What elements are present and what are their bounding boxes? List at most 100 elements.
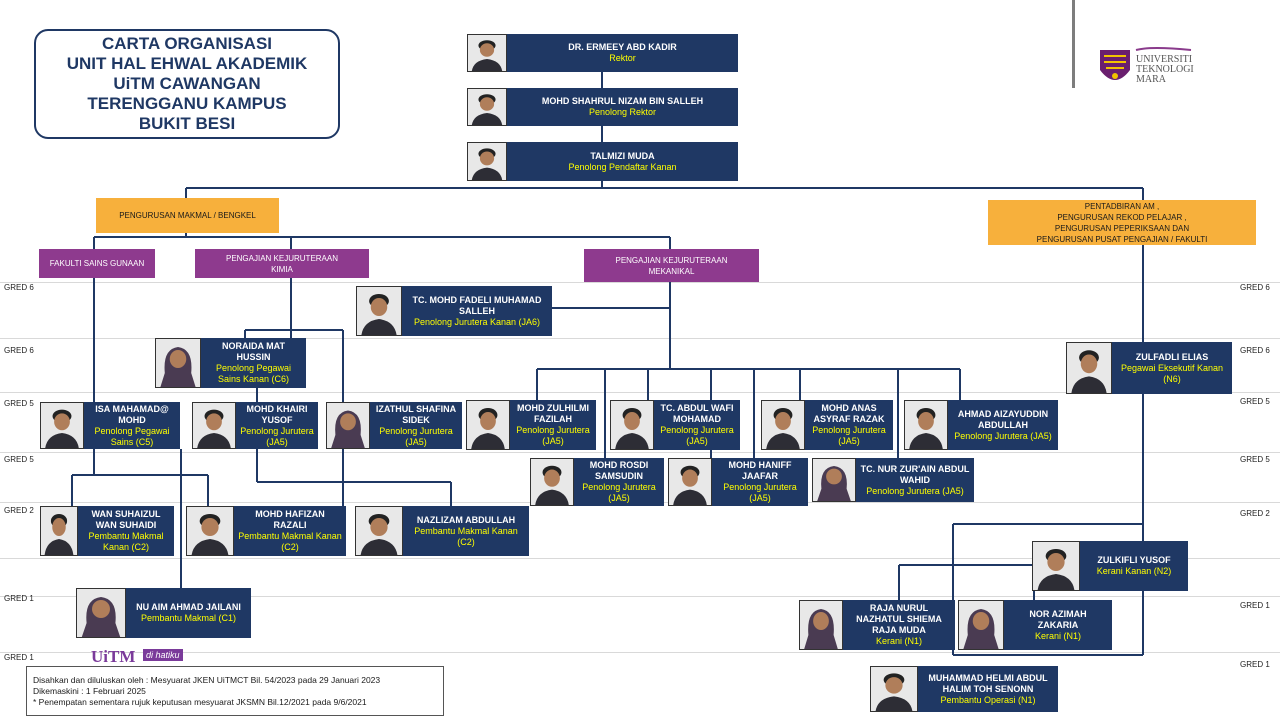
staff-position: Penolong Jurutera (JA5) (660, 425, 734, 446)
staff-photo (326, 402, 370, 449)
staff-name: MOHD HANIFF JAAFAR (728, 460, 792, 481)
chart-title-box: CARTA ORGANISASI UNIT HAL EHWAL AKADEMIK… (34, 29, 340, 139)
staff-name: NU AIM AHMAD JAILANI (136, 602, 241, 612)
staff-name: AHMAD AIZAYUDDIN ABDULLAH (957, 408, 1049, 430)
staff-photo (799, 600, 843, 650)
staff-position: Pegawai Eksekutif Kanan (N6) (1120, 362, 1224, 384)
staff-photo (761, 400, 805, 450)
staff-name: ISA MAHAMAD@ MOHD (95, 403, 169, 425)
unit-kimia: PENGAJIAN KEJURUTERAAN KIMIA (195, 249, 369, 278)
title-line: UNIT HAL EHWAL AKADEMIK (66, 54, 308, 73)
updated-line: Dikemaskini : 1 Februari 2025 (33, 686, 146, 696)
staff-photo (904, 400, 948, 450)
staff-name: WAN SUHAIZUL WAN SUHAIDI (91, 509, 161, 530)
gred-label: GRED 1 (1240, 660, 1270, 669)
staff-photo (668, 458, 712, 506)
staff-name: TALMIZI MUDA (590, 150, 655, 161)
grade-divider (0, 652, 1280, 653)
title-line: BUKIT BESI (138, 114, 236, 133)
staff-position: Pembantu Makmal Kanan (C2) (88, 531, 164, 552)
gred-label: GRED 5 (1240, 455, 1270, 464)
gred-label: GRED 6 (1240, 283, 1270, 292)
unit-fsg: FAKULTI SAINS GUNAAN (39, 249, 155, 278)
staff-position: Penolong Pegawai Sains (C5) (94, 425, 170, 447)
title-line: UiTM CAWANGAN (113, 74, 261, 93)
staff-position: Penolong Jurutera (JA5) (954, 430, 1052, 441)
staff-position: Penolong Pegawai Sains Kanan (C6) (215, 363, 292, 384)
grade-divider (0, 338, 1280, 339)
gred-label: GRED 6 (1240, 346, 1270, 355)
staff-position: Kerani (N1) (1034, 630, 1081, 641)
staff-photo (530, 458, 574, 506)
staff-position: Kerani (N1) (875, 636, 922, 646)
grade-divider (0, 558, 1280, 559)
gred-label: GRED 5 (1240, 397, 1270, 406)
staff-photo (812, 458, 856, 502)
staff-position: Pembantu Makmal Kanan (C2) (414, 525, 518, 547)
staff-position: Penolong Jurutera (JA5) (379, 425, 453, 447)
gred-label: GRED 1 (4, 594, 34, 603)
staff-photo (1032, 541, 1080, 591)
divider-bar (1072, 0, 1075, 88)
staff-name: TC. ABDUL WAFI MOHAMAD (660, 403, 734, 424)
staff-position: Kerani Kanan (N2) (1096, 566, 1172, 576)
uitm-logo-icon (1100, 47, 1192, 80)
uitm-dihatiku-badge: UiTM di hatiku (91, 647, 201, 669)
staff-position: Penolong Jurutera (JA5) (516, 425, 590, 446)
staff-photo (355, 506, 403, 556)
staff-photo (76, 588, 126, 638)
staff-name: MUHAMMAD HELMI ABDUL HALIM TOH SENONN (928, 672, 1048, 694)
staff-position: Penolong Jurutera (JA5) (866, 485, 964, 496)
staff-photo (870, 666, 918, 712)
gred-label: GRED 5 (4, 455, 34, 464)
gred-label: GRED 2 (1240, 509, 1270, 518)
staff-name: ZULKIFLI YUSOF (1097, 555, 1171, 565)
staff-name: NAZLIZAM ABDULLAH (416, 514, 516, 525)
staff-position: Penolong Rektor (588, 107, 657, 117)
staff-photo (192, 402, 236, 449)
approval-note: Disahkan dan diluluskan oleh : Mesyuarat… (26, 666, 444, 716)
grade-divider (0, 452, 1280, 453)
staff-name: RAJA NURUL NAZHATUL SHIEMA RAJA MUDA (856, 603, 942, 635)
staff-position: Penolong Jurutera Kanan (JA6) (413, 316, 541, 327)
staff-photo (958, 600, 1004, 650)
staff-position: Rektor (609, 53, 636, 63)
staff-name: TC. MOHD FADELI MUHAMAD SALLEH (412, 294, 542, 316)
title-line: CARTA ORGANISASI (102, 34, 272, 53)
title-line: TERENGGANU KAMPUS (87, 94, 287, 113)
staff-position: Penolong Jurutera (JA5) (723, 482, 797, 503)
staff-position: Pembantu Makmal (C1) (140, 613, 237, 623)
approval-line: Disahkan dan diluluskan oleh : Mesyuarat… (33, 675, 381, 685)
staff-photo (1066, 342, 1112, 394)
staff-photo (467, 142, 507, 181)
grade-divider (0, 282, 1280, 283)
staff-name: NOR AZIMAH ZAKARIA (1029, 608, 1087, 630)
placement-note: * Penempatan sementara rujuk keputusan m… (33, 697, 367, 707)
staff-position: Penolong Pendaftar Kanan (568, 161, 677, 172)
staff-position: Penolong Jurutera (JA5) (812, 425, 886, 446)
staff-photo (466, 400, 510, 450)
gred-label: GRED 2 (4, 506, 34, 515)
staff-photo (467, 88, 507, 126)
staff-photo (467, 34, 507, 72)
staff-position: Pembantu Makmal Kanan (C2) (238, 531, 342, 552)
